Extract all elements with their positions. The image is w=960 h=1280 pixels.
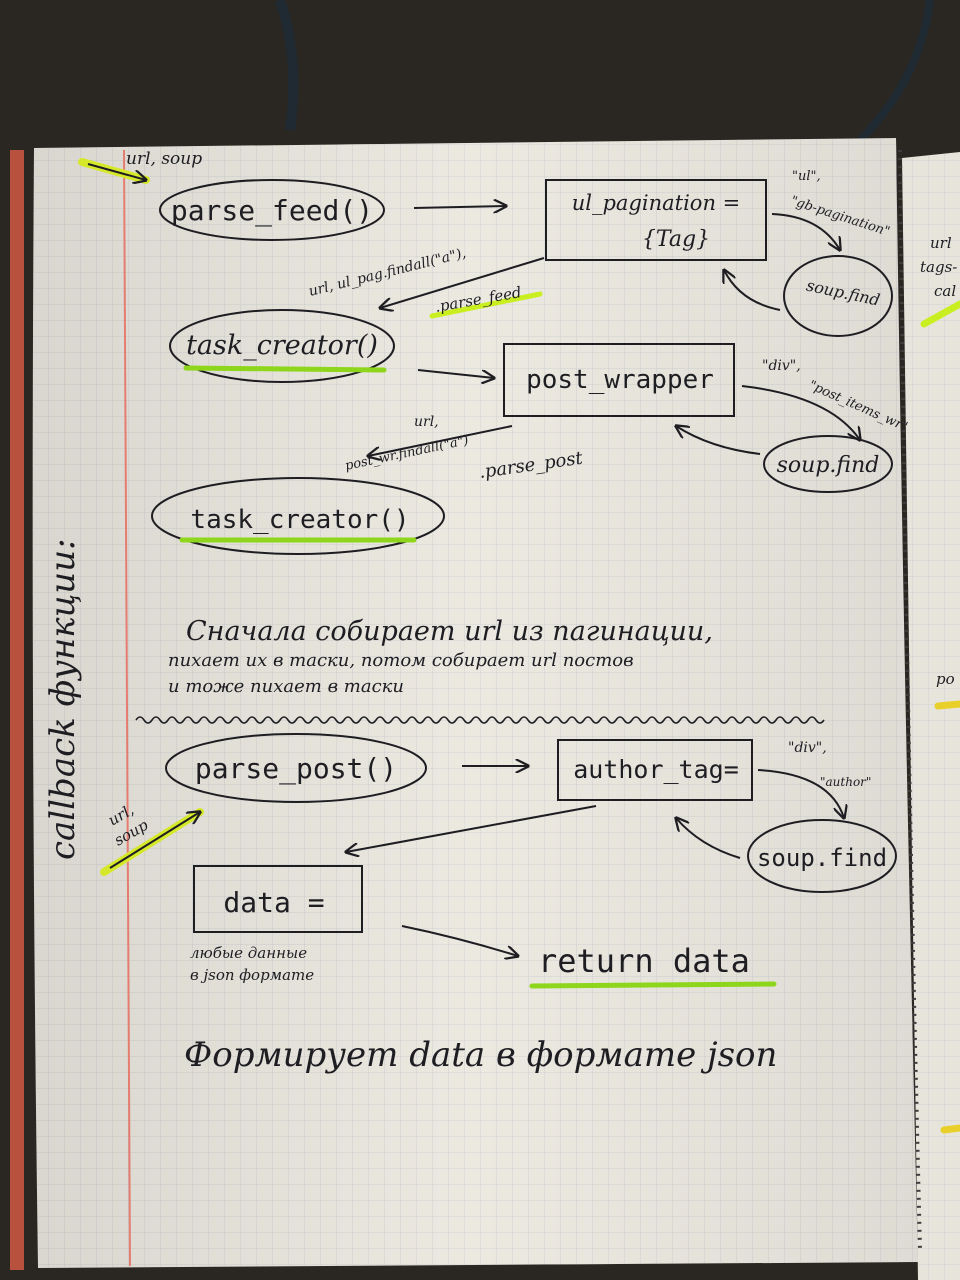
note-1-line: пихает их в таски, потом собирает url по… [168, 650, 634, 671]
input-arrow [87, 163, 146, 180]
note-1-line: и тоже пихает в таски [168, 676, 404, 697]
node-soup-find-1 [783, 255, 893, 337]
node-soup-find-2-label: soup.find [777, 453, 880, 478]
node-task-creator-1-label: task_creator() [186, 330, 378, 361]
highlight-stroke [429, 291, 543, 319]
cable-2 [857, 0, 934, 143]
right-page-fragment: po [936, 670, 955, 688]
side-title: callback функции: [43, 538, 83, 860]
node-soup-find-3 [747, 819, 897, 893]
note-1: Сначала собирает url из пагинации, пихае… [168, 616, 713, 697]
edge-arrow [380, 257, 545, 308]
node-return-data-label: return data [538, 942, 750, 980]
node-soup-find-3-label: soup.find [757, 844, 887, 872]
edge-arrow [676, 818, 741, 859]
input-label: url, soup [126, 149, 202, 169]
node-task-creator-2-label: task_creator() [190, 505, 409, 535]
node-post-wrapper [503, 343, 735, 417]
edge-arrow [741, 385, 860, 440]
highlight-underline [529, 981, 777, 989]
right-page-fragment: url [930, 234, 952, 252]
cable [275, 0, 299, 131]
right-page: url tags- cal po [902, 152, 960, 1280]
edge-label: "div", [762, 358, 801, 374]
note-2: Формирует data в формате json [184, 1035, 777, 1075]
edge-arrow [401, 925, 518, 956]
node-post-wrapper-label: post_wrapper [526, 365, 714, 395]
edge-arrow [413, 206, 506, 208]
node-parse-feed-label: parse_feed() [171, 194, 373, 228]
edge-arrow [417, 369, 494, 378]
highlight-underline [183, 365, 387, 373]
note-1-line: Сначала собирает url из пагинации, [186, 616, 713, 647]
edge-arrow [368, 425, 513, 456]
edge-label: "div", [788, 740, 827, 756]
node-data-label: data = [223, 886, 324, 919]
right-page-fragment: tags- [920, 258, 957, 276]
right-page-fragment: cal [934, 282, 956, 300]
node-parse-feed [159, 179, 385, 241]
node-ul-pagination [545, 179, 767, 261]
bottom-diagram: url, soup parse_post() author_tag= "div"… [100, 733, 897, 989]
notebook-cover-edge [10, 150, 24, 1270]
node-data [193, 865, 363, 933]
node-ul-pagination-label: ul_pagination = [572, 191, 741, 215]
edge-arrow [757, 769, 844, 818]
node-author-tag-label: author_tag= [573, 755, 739, 784]
edge-label: "author" [820, 775, 871, 789]
node-author-tag [557, 739, 753, 801]
margin-line [123, 149, 131, 1267]
node-parse-post [165, 733, 427, 803]
node-parse-post-label: parse_post() [195, 752, 397, 786]
edge-label: "ul", [792, 169, 821, 184]
node-task-creator-2 [151, 477, 445, 555]
edge-arrow [724, 270, 781, 311]
node-soup-find-2 [763, 435, 893, 493]
edge-arrow [771, 213, 840, 250]
edge-arrow [676, 426, 761, 455]
separator-line [135, 716, 825, 724]
edge-label: url, [414, 414, 439, 430]
input-arrow [109, 812, 200, 869]
data-caption: любые данные [190, 944, 307, 962]
node-task-creator-1 [169, 309, 395, 383]
node-ul-pagination-value: {Tag} [642, 227, 710, 252]
spiral-binding [898, 149, 922, 1251]
edge-arrow [346, 805, 597, 852]
data-caption: в json формате [190, 966, 314, 984]
